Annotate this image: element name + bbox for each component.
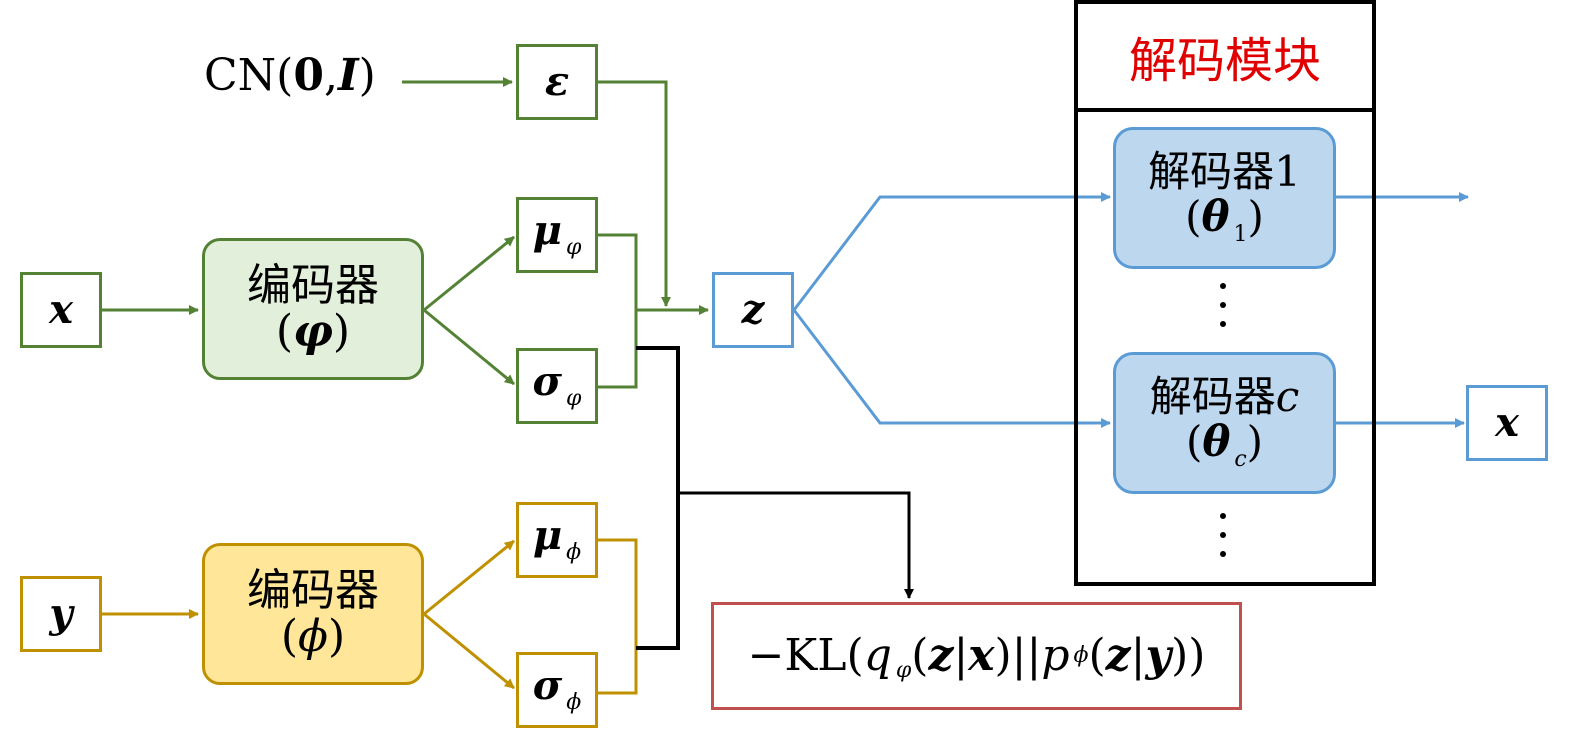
decoder-title-text: 解码器 — [1148, 146, 1275, 196]
arrow-encoder-to-sigma-phi — [423, 612, 515, 690]
ellipsis-vertical-icon — [1220, 283, 1228, 327]
bracket-mu-sigma-varphi — [598, 233, 638, 389]
mu-symbol: μ — [532, 512, 563, 560]
kl-prefix: −KL( — [747, 629, 864, 681]
input-y-box: y — [20, 576, 102, 652]
theta-symbol: θ — [1202, 417, 1231, 466]
decoder-module: 解码模块 — [1074, 0, 1376, 586]
output-x-label: x — [1495, 399, 1519, 446]
paren-close: ) — [328, 611, 346, 662]
kl-paren: ) — [1171, 629, 1189, 681]
paren-open: ( — [275, 306, 294, 357]
epsilon-box: ε — [516, 44, 598, 120]
dot — [1220, 283, 1226, 289]
arrow-encoder-to-mu-phi — [423, 539, 515, 616]
kl-x: x — [968, 629, 995, 681]
kl-p: p — [1041, 629, 1070, 681]
decoder-index: 1 — [1274, 146, 1301, 196]
sigma-subscript: ϕ — [566, 690, 582, 716]
input-x-label: x — [49, 286, 73, 333]
dot — [1220, 302, 1226, 308]
kl-q: q — [863, 629, 892, 681]
kl-y: y — [1145, 629, 1172, 681]
encoder-phi-box: 编码器 (ϕ) — [202, 543, 424, 685]
kl-bar: | — [953, 629, 969, 681]
sigma-symbol: σ — [532, 662, 563, 710]
decoder-module-title: 解码模块 — [1078, 4, 1372, 112]
encoder-varphi-param: (φ) — [275, 306, 351, 357]
dot — [1220, 532, 1226, 538]
arrow-z-to-decoder-1 — [792, 192, 1111, 311]
bracket-mu-sigma-phi — [598, 538, 638, 695]
param-symbol: φ — [293, 306, 333, 357]
arrow-encoder-to-mu — [423, 235, 515, 312]
mu-subscript: φ — [565, 235, 582, 261]
noise-zero-vector: 0 — [293, 50, 324, 101]
decoder-c-title: 解码器c — [1149, 371, 1300, 421]
decoder-index: c — [1275, 371, 1300, 421]
kl-paren: ( — [911, 629, 929, 681]
sigma-subscript: φ — [566, 386, 582, 412]
encoder-varphi-box: 编码器 (φ) — [202, 238, 424, 380]
kl-z: z — [928, 629, 954, 681]
kl-paren: ) — [994, 629, 1012, 681]
arrow-encoder-to-sigma — [423, 308, 515, 386]
decoder-1-title: 解码器1 — [1148, 146, 1301, 196]
mu-subscript: ϕ — [566, 540, 582, 566]
kl-z: z — [1105, 629, 1131, 681]
input-x-box: x — [20, 272, 102, 348]
noise-comma: , — [323, 50, 338, 101]
kl-suffix: ) — [1188, 629, 1206, 681]
kl-paren: ( — [1088, 629, 1106, 681]
kl-p-sub: ϕ — [1073, 643, 1089, 669]
kl-separator: || — [1011, 629, 1042, 681]
noise-prefix: CN( — [204, 50, 294, 101]
output-x-box: x — [1466, 385, 1548, 461]
encoder-phi-title: 编码器 — [247, 564, 379, 616]
noise-suffix: ) — [358, 50, 376, 101]
theta-subscript: c — [1234, 447, 1247, 472]
encoder-varphi-title: 编码器 — [247, 259, 379, 311]
paren-open: ( — [280, 611, 298, 662]
dot — [1220, 551, 1226, 557]
decoder-title-text: 解码器 — [1149, 371, 1276, 421]
latent-z-box: z — [712, 272, 794, 348]
latent-z-label: z — [741, 286, 765, 333]
decoder-module-title-text: 解码模块 — [1128, 33, 1321, 89]
arrow-z-to-decoder-c — [792, 309, 1111, 428]
mu-symbol: μ — [532, 207, 562, 255]
arrow-to-kl — [678, 491, 914, 599]
sigma-symbol: σ — [532, 358, 563, 406]
dot — [1220, 513, 1226, 519]
theta-subscript: 1 — [1233, 222, 1248, 247]
encoder-phi-param: (ϕ) — [280, 611, 346, 662]
epsilon-label: ε — [544, 58, 570, 105]
param-symbol: ϕ — [298, 611, 328, 662]
noise-identity: I — [337, 50, 359, 101]
ellipsis-vertical-icon — [1220, 513, 1228, 557]
theta-symbol: θ — [1201, 192, 1230, 241]
kl-bar: | — [1130, 629, 1146, 681]
dot — [1220, 321, 1226, 327]
line-varphi-to-kl — [636, 346, 680, 650]
input-y-label: y — [49, 590, 73, 637]
paren-close: ) — [332, 306, 351, 357]
line-epsilon-down — [598, 80, 671, 307]
kl-q-sub: φ — [895, 657, 912, 683]
noise-source-label: CN(0,I) — [204, 50, 376, 101]
